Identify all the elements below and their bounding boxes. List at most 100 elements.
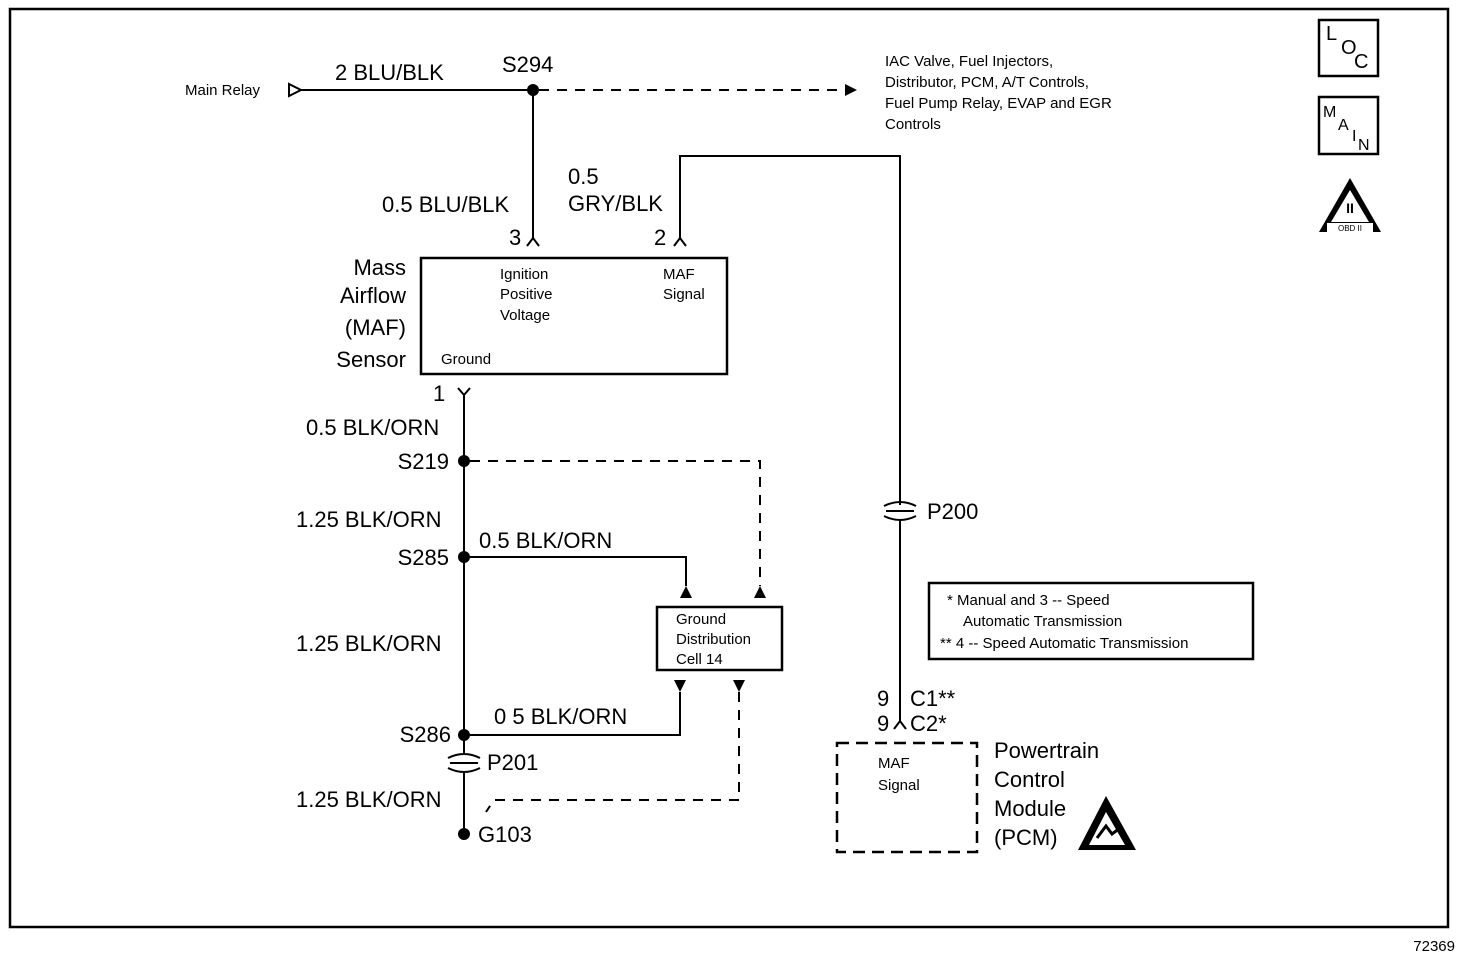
loc-icon: L O C [1317,18,1380,78]
svg-text:O: O [1341,37,1357,59]
supply-destinations: IAC Valve, Fuel Injectors, Distributor, … [885,53,1112,133]
splice-s286-label: S286 [400,722,451,747]
ground-wire-2-label: 1.25 BLK/ORN [296,507,442,532]
svg-text:OBD II: OBD II [1338,224,1362,233]
obd-ii-icon: II OBD II [1319,178,1381,233]
svg-text:Sensor: Sensor [336,347,406,372]
main-relay-label: Main Relay [185,82,261,99]
splice-s294-label: S294 [502,52,553,77]
ground-g103 [458,828,470,840]
supply-wire-label: 2 BLU/BLK [335,60,444,85]
svg-text:Mass: Mass [353,255,406,280]
maf-pin2-label: 2 [654,225,666,250]
svg-text:Signal: Signal [878,777,920,794]
pcm-box [835,741,979,854]
connector-p200-label: P200 [927,499,978,524]
maf-signal-gauge: 0.5 [568,164,599,189]
diagram-id: 72369 [1413,938,1455,955]
gdc-output-arrow-1 [674,680,686,692]
diagram-frame [8,7,1450,929]
ground-wire-1-label: 0.5 BLK/ORN [306,415,439,440]
pcm-pin-connector [893,719,907,730]
svg-text:Fuel Pump Relay, EVAP and EGR: Fuel Pump Relay, EVAP and EGR [885,95,1112,112]
svg-text:Powertrain: Powertrain [994,738,1099,763]
maf-feed-gauge: 0.5 BLU/BLK [382,192,510,217]
ground-wire-3-label: 1.25 BLK/ORN [296,631,442,656]
splice-s219 [458,455,470,467]
svg-text:MAF: MAF [878,755,910,772]
esd-warning-icon [1078,796,1136,850]
splice-s219-label: S219 [398,449,449,474]
s219-dashed-branch [470,460,761,586]
s285-branch-wire [470,556,687,586]
maf-terminal-ground: Ground [441,351,491,368]
svg-text:M: M [1323,104,1336,121]
s286-branch-wire [470,692,681,736]
splice-s285 [458,551,470,563]
svg-text:(PCM): (PCM) [994,825,1058,850]
pcm-conn-c2: C2* [910,711,947,736]
svg-text:Module: Module [994,796,1066,821]
legend-text: * Manual and 3 -- Speed Automatic Transm… [940,592,1188,652]
svg-text:I: I [1352,128,1356,145]
supply-destination-arrow [845,84,857,96]
svg-text:Automatic Transmission: Automatic Transmission [963,613,1122,630]
pcm-name: Powertrain Control Module (PCM) [994,738,1099,850]
svg-text:Voltage: Voltage [500,307,550,324]
ground-distribution-box [655,605,784,672]
svg-text:Positive: Positive [500,286,553,303]
svg-text:** 4 -- Speed Automatic Transm: ** 4 -- Speed Automatic Transmission [940,635,1188,652]
svg-text:Distributor, PCM, A/T Controls: Distributor, PCM, A/T Controls, [885,74,1089,91]
g103-dashed-branch [485,692,740,813]
legend-box [927,581,1255,661]
ground-wire-4-label: 1.25 BLK/ORN [296,787,442,812]
gdc-input-arrow-1 [680,586,692,598]
svg-text:IAC Valve, Fuel Injectors,: IAC Valve, Fuel Injectors, [885,53,1053,70]
gdc-output-arrow-2 [733,680,745,692]
maf-terminal-signal: MAF Signal [663,266,705,303]
pcm-terminal-label: MAF Signal [878,755,920,794]
gdc-input-arrow-2 [754,586,766,598]
svg-text:Ignition: Ignition [500,266,548,283]
connector-p201-label: P201 [487,750,538,775]
ground-distribution-label: Ground Distribution Cell 14 [676,611,751,668]
svg-text:* Manual and 3 -- Speed: * Manual and 3 -- Speed [947,592,1110,609]
maf-pin1-connector [457,387,471,397]
maf-pin3-connector [526,236,540,247]
main-icon: M A I N [1317,95,1380,156]
svg-text:Airflow: Airflow [340,283,406,308]
s286-branch-label: 0 5 BLK/ORN [494,704,627,729]
svg-text:II: II [1346,200,1354,216]
pcm-pin-c1: 9 [877,686,889,711]
pcm-conn-c1: C1** [910,686,956,711]
s285-branch-label: 0.5 BLK/ORN [479,528,612,553]
maf-pin2-connector [673,236,687,247]
maf-sensor-name: Mass Airflow (MAF) Sensor [336,255,406,372]
connector-p200 [883,501,917,521]
svg-text:N: N [1358,137,1370,154]
svg-text:MAF: MAF [663,266,695,283]
maf-pin1-label: 1 [433,381,445,406]
svg-text:Control: Control [994,767,1065,792]
splice-s285-label: S285 [398,545,449,570]
maf-signal-wire [679,155,901,505]
svg-text:(MAF): (MAF) [345,315,406,340]
ground-g103-label: G103 [478,822,532,847]
svg-text:Distribution: Distribution [676,631,751,648]
svg-text:A: A [1338,117,1349,134]
svg-text:Ground: Ground [676,611,726,628]
maf-sensor-box [419,256,729,376]
svg-text:Signal: Signal [663,286,705,303]
svg-text:Controls: Controls [885,116,941,133]
maf-pin3-label: 3 [509,225,521,250]
splice-s286 [458,729,470,741]
svg-text:C: C [1354,51,1368,73]
connector-p201 [447,753,481,773]
svg-text:Cell 14: Cell 14 [676,651,723,668]
svg-text:L: L [1326,23,1337,45]
maf-terminal-power: Ignition Positive Voltage [500,266,553,324]
pcm-pin-c2: 9 [877,711,889,736]
maf-signal-color: GRY/BLK [568,191,663,216]
main-relay-arrow [288,82,304,98]
